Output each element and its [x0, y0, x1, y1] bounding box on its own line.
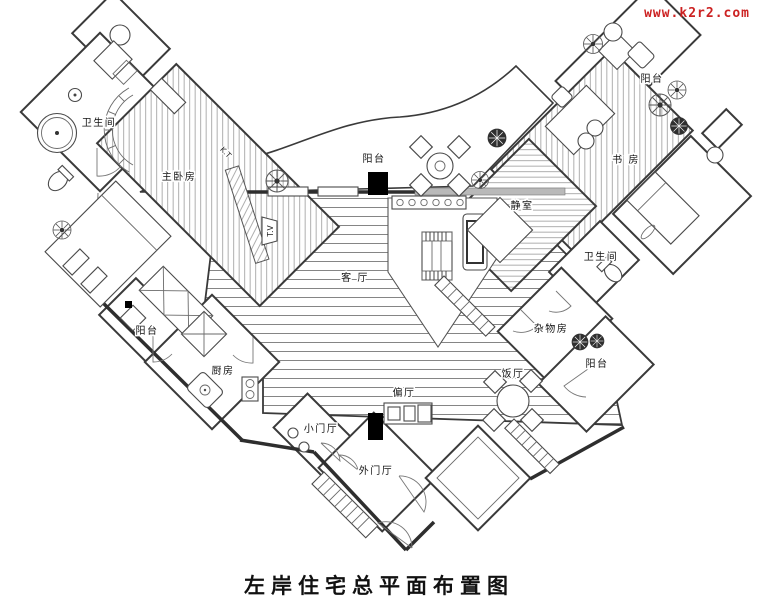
plant-icon — [583, 34, 603, 54]
room-master-bedroom — [95, 62, 341, 308]
door-arc — [512, 309, 538, 333]
plant-icon — [487, 128, 507, 148]
piano-table — [421, 231, 453, 281]
door-arc — [548, 290, 572, 313]
drawing-title: 左岸住宅总平面布置图 — [244, 574, 514, 598]
room-labels: 卫生间 主卧房 阳台 阳台 书 房 静室 卫生间 杂物房 阳台 饭厅 偏厅 客 … — [80, 71, 664, 479]
balcony-chair — [627, 41, 655, 69]
column-dot — [125, 301, 132, 308]
curved-shower-wall — [103, 87, 134, 173]
dresser — [149, 77, 187, 115]
watermark: www.k2r2.com — [644, 6, 750, 21]
round-chair — [577, 132, 595, 150]
washer — [119, 304, 147, 332]
door-arc — [152, 336, 173, 363]
balcony-round-chair — [603, 22, 623, 42]
bay-window-notch — [700, 107, 744, 151]
plant-icon — [571, 333, 589, 351]
wc-toilet-tank — [109, 24, 131, 46]
door-arc — [377, 521, 413, 549]
leaf-decor — [640, 224, 656, 240]
label-master-bedroom: 主卧房 — [162, 170, 197, 183]
column — [368, 413, 383, 440]
stool — [287, 427, 299, 439]
right-wing — [442, 0, 753, 434]
sliding-door-panel — [267, 186, 309, 197]
plant-icon — [265, 169, 289, 193]
round-table — [426, 152, 454, 180]
railing-steps-living — [434, 275, 496, 337]
pillow — [62, 248, 90, 276]
stool — [298, 441, 310, 453]
label-kitchen: 厨房 — [212, 364, 235, 377]
label-dining: 饭厅 — [502, 368, 525, 380]
door-arc — [398, 475, 427, 513]
column — [368, 172, 388, 195]
label-bathroom-right: 卫生间 — [584, 250, 619, 263]
bed-right — [626, 171, 700, 245]
balcony-top-furniture — [409, 135, 471, 197]
label-quiet-room: 静室 — [511, 199, 534, 212]
tv-set — [261, 216, 278, 246]
label-balcony-left: 阳台 — [136, 324, 159, 337]
door-arc — [337, 454, 359, 471]
round-chair — [586, 119, 604, 137]
cabinet-knobs — [396, 198, 464, 207]
living-room-furniture — [261, 195, 496, 337]
master-bed — [44, 180, 172, 308]
plant-icon — [670, 117, 688, 135]
door-arc — [320, 442, 341, 463]
entry-platform-outer — [424, 424, 532, 532]
label-balcony-right: 阳台 — [586, 357, 609, 370]
plant-icon — [471, 171, 489, 189]
bathroom-tl-fixtures — [36, 24, 138, 192]
room-balcony-right — [536, 314, 656, 434]
label-balcony-top-right: 阳台 — [641, 72, 664, 85]
corridor-wall-band — [414, 187, 566, 196]
wc-cistern — [93, 40, 133, 80]
entry-steps — [311, 471, 379, 539]
label-outer-foyer: 外门厅 — [359, 464, 394, 477]
label-bathroom-tl: 卫生间 — [82, 116, 117, 129]
stove — [241, 376, 259, 402]
pillow — [80, 266, 108, 294]
desk-chair — [551, 86, 573, 108]
label-study: 书 房 — [612, 153, 640, 166]
quiet-room-platform — [466, 196, 534, 264]
label-living: 客 厅 — [341, 271, 369, 284]
glass-partition — [224, 165, 270, 264]
label-side-hall: 偏厅 — [393, 386, 416, 399]
door-arc — [96, 148, 122, 177]
sideboard — [383, 402, 433, 425]
plant-icon — [589, 333, 605, 349]
label-tv: T.V — [266, 225, 275, 238]
dining-furniture — [482, 369, 561, 475]
balcony-table — [597, 31, 637, 71]
dining-table — [496, 384, 530, 418]
entry-platform-inner — [436, 436, 520, 520]
left-wing — [19, 0, 341, 431]
railing-steps-dining — [504, 418, 561, 475]
burner — [245, 379, 255, 388]
study-furniture — [466, 22, 724, 283]
plant-icon — [52, 220, 72, 240]
sliding-door-panel — [317, 186, 359, 197]
plant-icon — [648, 93, 672, 117]
label-small-foyer: 小门厅 — [304, 422, 339, 435]
burner — [245, 390, 255, 399]
door-arc — [563, 368, 589, 398]
outer-walls — [93, 190, 625, 552]
label-balcony-top: 阳台 — [363, 152, 386, 165]
kitchen-fixtures — [119, 304, 259, 408]
doors — [96, 148, 589, 549]
plant-icon — [667, 80, 687, 100]
round-chair — [706, 146, 724, 164]
door-arc — [232, 337, 254, 364]
bidet — [112, 59, 138, 85]
label-storage: 杂物房 — [534, 322, 569, 335]
